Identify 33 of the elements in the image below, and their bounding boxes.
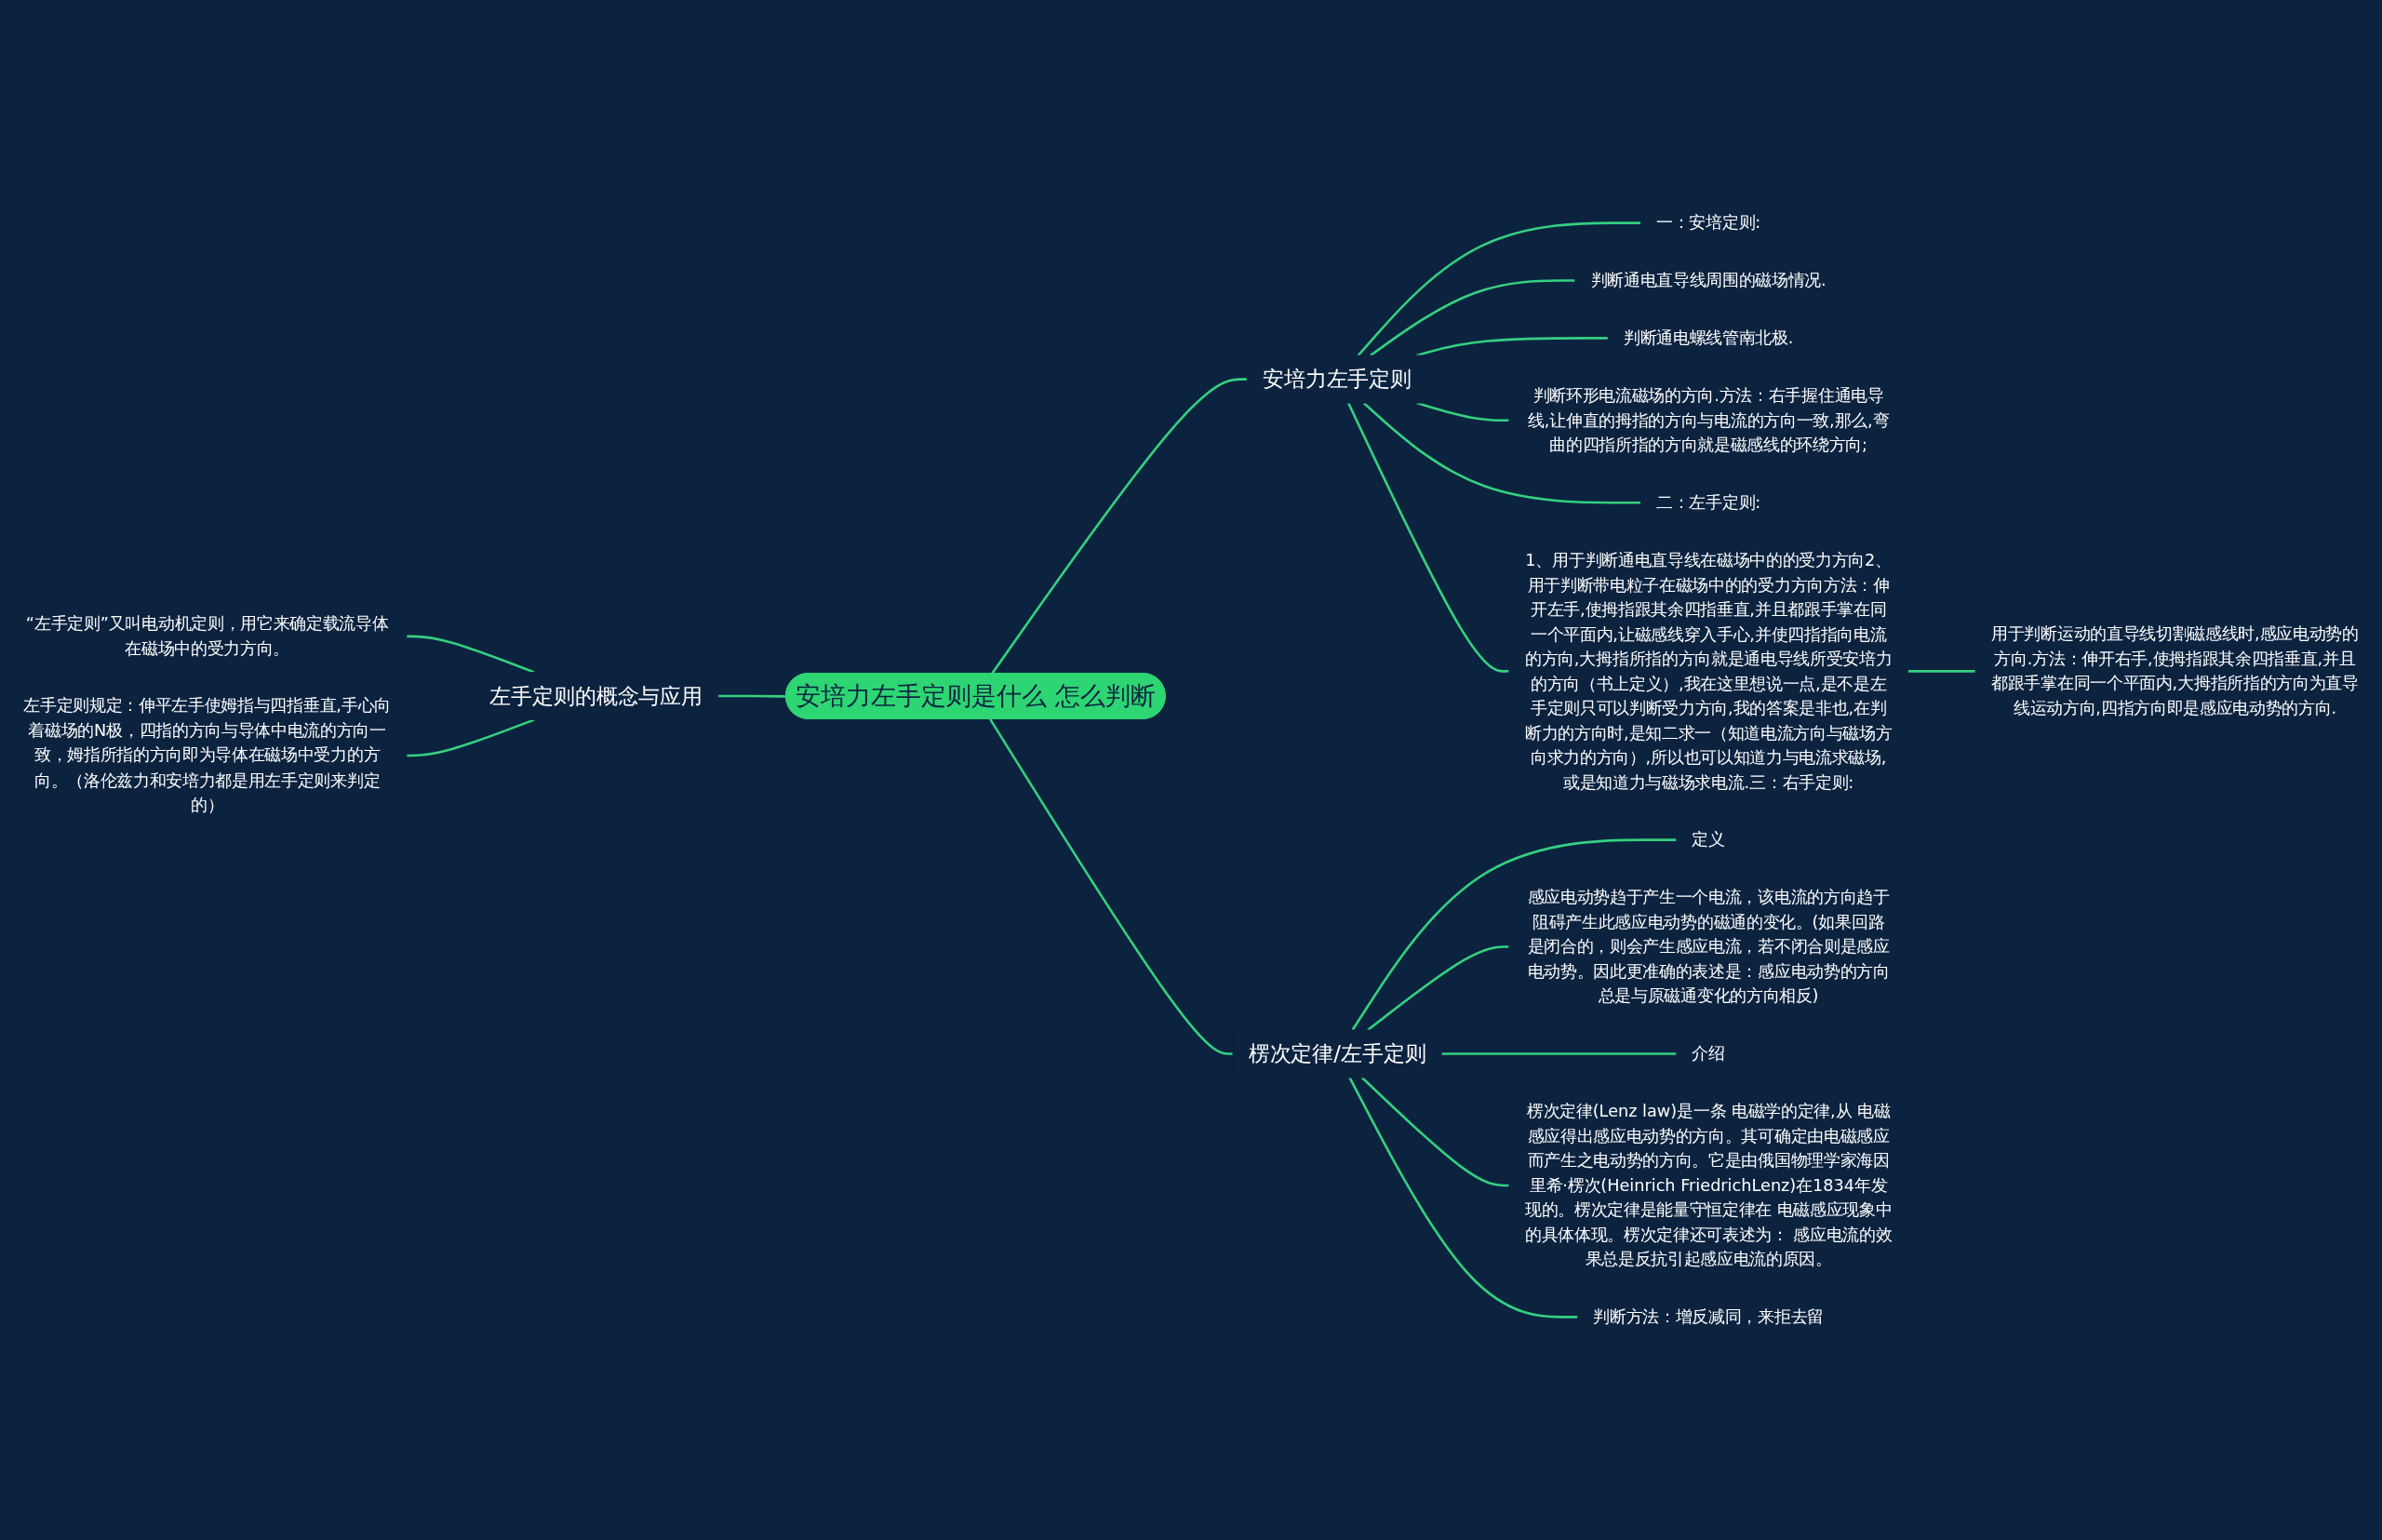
connector (991, 378, 1248, 675)
node-text: 楞次定律(Lenz law)是一条 电磁学的定律,从 电磁感应得出感应电动势的方向。其可确定由电磁感应而产生之电动势的方向。它是由俄国物理学家海因里希·楞次(Heinrich FriedrichLenz)在1834年发现的。楞次定律是能量守恒定律在 电磁感应现象中的具体体现。楞次定律还可表述为： 感应电流的效果总是反抗引起感应电流的原因。 (1524, 1101, 1893, 1269)
node-text: 用于判断运动的直导线切割磁感线时,感应电动势的方向.方法：伸开右手,使拇指跟其余四指垂直,并且都跟手掌在同一个平面内,大拇指所指的方向为直导线运动方向,四指方向即是感应电动势的方向. (1991, 623, 2359, 717)
node-text: 定义 (1692, 829, 1725, 850)
connector (406, 635, 535, 674)
node-text: 介绍 (1692, 1043, 1725, 1064)
connector (1360, 1077, 1509, 1187)
node-text: 二：左手定则: (1656, 492, 1761, 512)
node-text: 判断通电螺线管南北极. (1623, 328, 1794, 347)
connector (1357, 221, 1641, 356)
node-text: 判断方法：增反减同，来拒去留 (1593, 1306, 1824, 1327)
connector (1362, 402, 1641, 504)
connector (1416, 337, 1609, 357)
node-text: 1、用于判断通电直导线在磁场中的的受力方向2、用于判断带电粒子在磁场中的的受力方向方法：伸开左手,使拇指跟其余四指垂直,并且都跟手掌在同一个平面内,让磁感线穿入手心,并使四指指向电流的方向,大拇指所指的方向就是通电导线所受安培力的方向（书上定义）,我在这里想说一点,是不是左手定则只可以判断受力方向,我的答案是非也,在判断力的方向时,是知二求一（知道电流方向与磁场方向求力的方向）,所以也可以知道力与电流求磁场,或是知道力与磁场求电流.三：右手定则: (1524, 549, 1893, 792)
connector (1348, 1077, 1578, 1319)
connector (1369, 279, 1575, 357)
connector (1907, 670, 1976, 673)
node-text: 一：安培定则: (1656, 212, 1761, 233)
connector (1367, 945, 1509, 1032)
node-text: 左手定则的概念与应用 (489, 683, 703, 708)
node-text: 判断环形电流磁场的方向.方法：右手握住通电导线,让伸直的拇指的方向与电流的方向一致,那么,弯曲的四指所指的方向就是磁感线的环绕方向; (1528, 385, 1890, 454)
node-text: 左手定则规定：伸平左手使姆指与四指垂直,手心向着磁场的N极，四指的方向与导体中电流的方向一致，姆指所指的方向即为导体在磁场中受力的方向。（洛伦兹力和安培力都是用左手定则来判定的） (23, 695, 391, 814)
node-text: 感应电动势趋于产生一个电流，该电流的方向趋于阻碍产生此感应电动势的磁通的变化。(如果回路是闭合的，则会产生感应电流，若不闭合则是感应电动势。因此更准确的表述是：感应电动势的方向总是与原磁通变化的方向相反) (1527, 887, 1890, 1006)
connector (1346, 402, 1509, 673)
connector (1416, 401, 1509, 422)
connector (406, 718, 535, 757)
node-text: 安培力左手定则 (1262, 367, 1412, 392)
connector (1351, 838, 1677, 1031)
node-text: “左手定则”又叫电动机定则，用它来确定载流导体在磁场中的受力方向。 (25, 613, 389, 658)
connector (1441, 1052, 1677, 1055)
node-text: 判断通电直导线周围的磁场情况. (1590, 270, 1827, 290)
connector (989, 718, 1233, 1055)
node-text: 楞次定律/左手定则 (1248, 1041, 1426, 1066)
